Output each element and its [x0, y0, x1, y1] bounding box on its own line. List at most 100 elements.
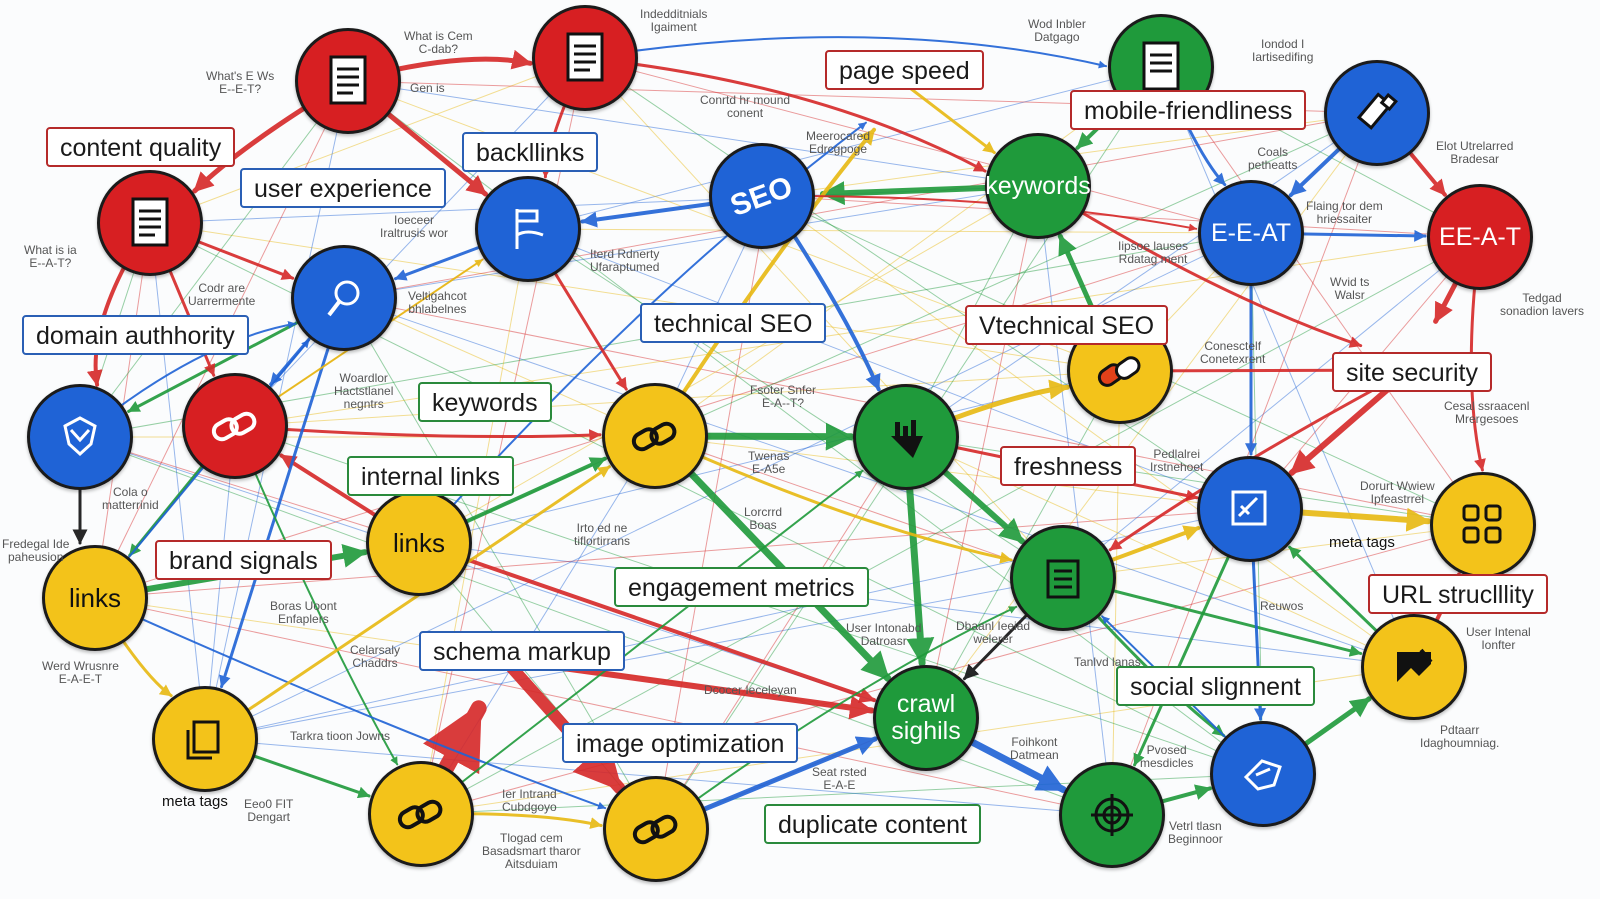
- note: Pedlalrei Irstnehoet: [1150, 447, 1204, 474]
- note: What's E Ws E--E-T?: [206, 69, 275, 96]
- note: Celarsaly Chaddrs: [350, 643, 401, 670]
- label-vtechnical-seo: Vtechnical SEO: [965, 305, 1169, 345]
- document-icon: [131, 197, 169, 247]
- edge-thin: [234, 57, 586, 427]
- note: Dcocer Ieceleyan: [704, 683, 797, 697]
- note: Lorcrrd Boas: [744, 505, 783, 532]
- note: Twenas E-A5e: [748, 449, 790, 476]
- node-edit[interactable]: [1197, 456, 1303, 562]
- edge-thin: [527, 228, 1064, 579]
- node-image[interactable]: [1361, 614, 1467, 720]
- note: Ioeceer Iraltrusis wor: [380, 213, 449, 240]
- note: Veltigahcot bhlabelnes: [408, 289, 467, 316]
- node-chart[interactable]: [853, 384, 959, 490]
- node-link-yellow-3[interactable]: [368, 761, 474, 867]
- note: Iipsoe lauses Rdatag ment: [1118, 239, 1189, 266]
- node-keywords-label: keywords: [985, 171, 1091, 200]
- note: Eeo0 FIT Dengart: [244, 797, 294, 824]
- note: Cesal ssraacenl Mrergesoes: [1444, 399, 1530, 426]
- edge-arrow: [583, 56, 987, 173]
- label-social-slignnent: social slignnent: [1116, 666, 1315, 706]
- node-shield[interactable]: [27, 384, 133, 490]
- edge-thin: [1160, 66, 1415, 668]
- list-icon: [1046, 559, 1080, 599]
- edge-thin: [655, 436, 907, 830]
- note: Coals petheatts: [1248, 145, 1298, 172]
- note: Cola o matterrinid: [102, 485, 159, 512]
- node-document-2[interactable]: [532, 5, 638, 111]
- node-link-yellow-4[interactable]: [603, 776, 709, 882]
- node-usb-key[interactable]: [1324, 60, 1430, 166]
- note: Ier Intrand Cubdgoyo: [502, 787, 557, 814]
- link-icon: [397, 799, 443, 830]
- flag-icon: [515, 209, 544, 249]
- note: What is ia E--A-T?: [24, 243, 77, 270]
- label-site-security: site security: [1332, 352, 1492, 392]
- node-crawl-sighils[interactable]: crawl sighils: [873, 665, 979, 771]
- note: Vetrl tlasn Beginnoor: [1168, 819, 1223, 846]
- node-links-1-label: links: [392, 527, 445, 558]
- node-document-1[interactable]: [295, 28, 401, 134]
- edge-thin: [527, 228, 1252, 234]
- edge-arrow: [1036, 184, 1363, 348]
- magnifier-icon: [327, 280, 360, 317]
- note: Tedgad sonadion lavers: [1500, 291, 1585, 318]
- edge-thin: [149, 57, 586, 224]
- note: Wvid ts Walsr: [1330, 275, 1370, 302]
- note: Werd Wrusnre E-A-E-T: [42, 659, 119, 686]
- label-user-experience: user experience: [240, 168, 446, 208]
- label-image-optimization: image optimization: [562, 723, 799, 763]
- label-meta-tags-2: meta tags: [162, 793, 228, 810]
- node-ee-a-t[interactable]: EE-A-T: [1427, 184, 1533, 290]
- node-list[interactable]: [1010, 525, 1116, 631]
- node-links-2[interactable]: links: [42, 545, 148, 651]
- node-document-4[interactable]: [97, 170, 203, 276]
- edge-thin: [149, 222, 206, 740]
- node-puzzle[interactable]: [1430, 472, 1536, 578]
- node-magnifier[interactable]: [291, 245, 397, 351]
- link-icon: [632, 814, 678, 845]
- edge-thin: [1160, 66, 1484, 526]
- shield-icon: [63, 416, 97, 457]
- edit-icon: [1231, 490, 1267, 526]
- edge-thin: [925, 112, 1378, 719]
- node-links-1[interactable]: links: [366, 490, 472, 596]
- node-link-red[interactable]: [182, 373, 288, 479]
- note: Seat rsted E-A-E: [812, 765, 867, 792]
- puzzle-icon: [1462, 504, 1502, 544]
- note: Tlogad cem Basadsmart tharor Aitsduiam: [482, 831, 581, 871]
- edge-thin: [149, 222, 1121, 372]
- note: Dorurt Wwiew Ipfeastrrel: [1360, 479, 1435, 506]
- document-icon: [566, 32, 604, 82]
- note: Meerocared Edrcgpoge: [806, 129, 871, 156]
- node-seo-tag[interactable]: SEO: [709, 143, 815, 249]
- note: Iondod I Iartisedifing: [1252, 37, 1314, 64]
- node-files[interactable]: [152, 686, 258, 792]
- edge-arrow: [94, 597, 607, 810]
- edge-thin: [343, 185, 1039, 299]
- node-e-e-at[interactable]: E-E-AT: [1198, 180, 1304, 286]
- document-icon: [1142, 41, 1180, 91]
- edge-thin: [418, 185, 1039, 544]
- note: Codr are Uarrermente: [188, 281, 256, 308]
- node-link-yellow-1[interactable]: [602, 383, 708, 489]
- note: Fsoter Snfer E-A--T?: [750, 383, 817, 410]
- edge-thin: [1111, 370, 1121, 816]
- node-share[interactable]: [1210, 721, 1316, 827]
- note: User Intonabd Datroasr: [846, 621, 922, 648]
- note: Foihkont Datmean: [1010, 735, 1059, 762]
- node-flag[interactable]: [475, 176, 581, 282]
- seo-tag-icon: SEO: [726, 170, 797, 223]
- edge-arrow: [420, 469, 864, 815]
- label-duplicate-content: duplicate content: [764, 804, 982, 844]
- note: Tanlvd lanas: [1074, 655, 1141, 669]
- label-content-quality: content quality: [46, 127, 236, 167]
- link-icon: [1097, 356, 1141, 387]
- edge-thin: [654, 435, 1251, 510]
- node-target[interactable]: [1059, 762, 1165, 868]
- node-keywords[interactable]: keywords: [985, 133, 1091, 239]
- files-icon: [186, 720, 220, 760]
- note: Tarkra tioon Jowns: [290, 729, 391, 743]
- note: Boras Uoont Enfaplers: [270, 599, 337, 626]
